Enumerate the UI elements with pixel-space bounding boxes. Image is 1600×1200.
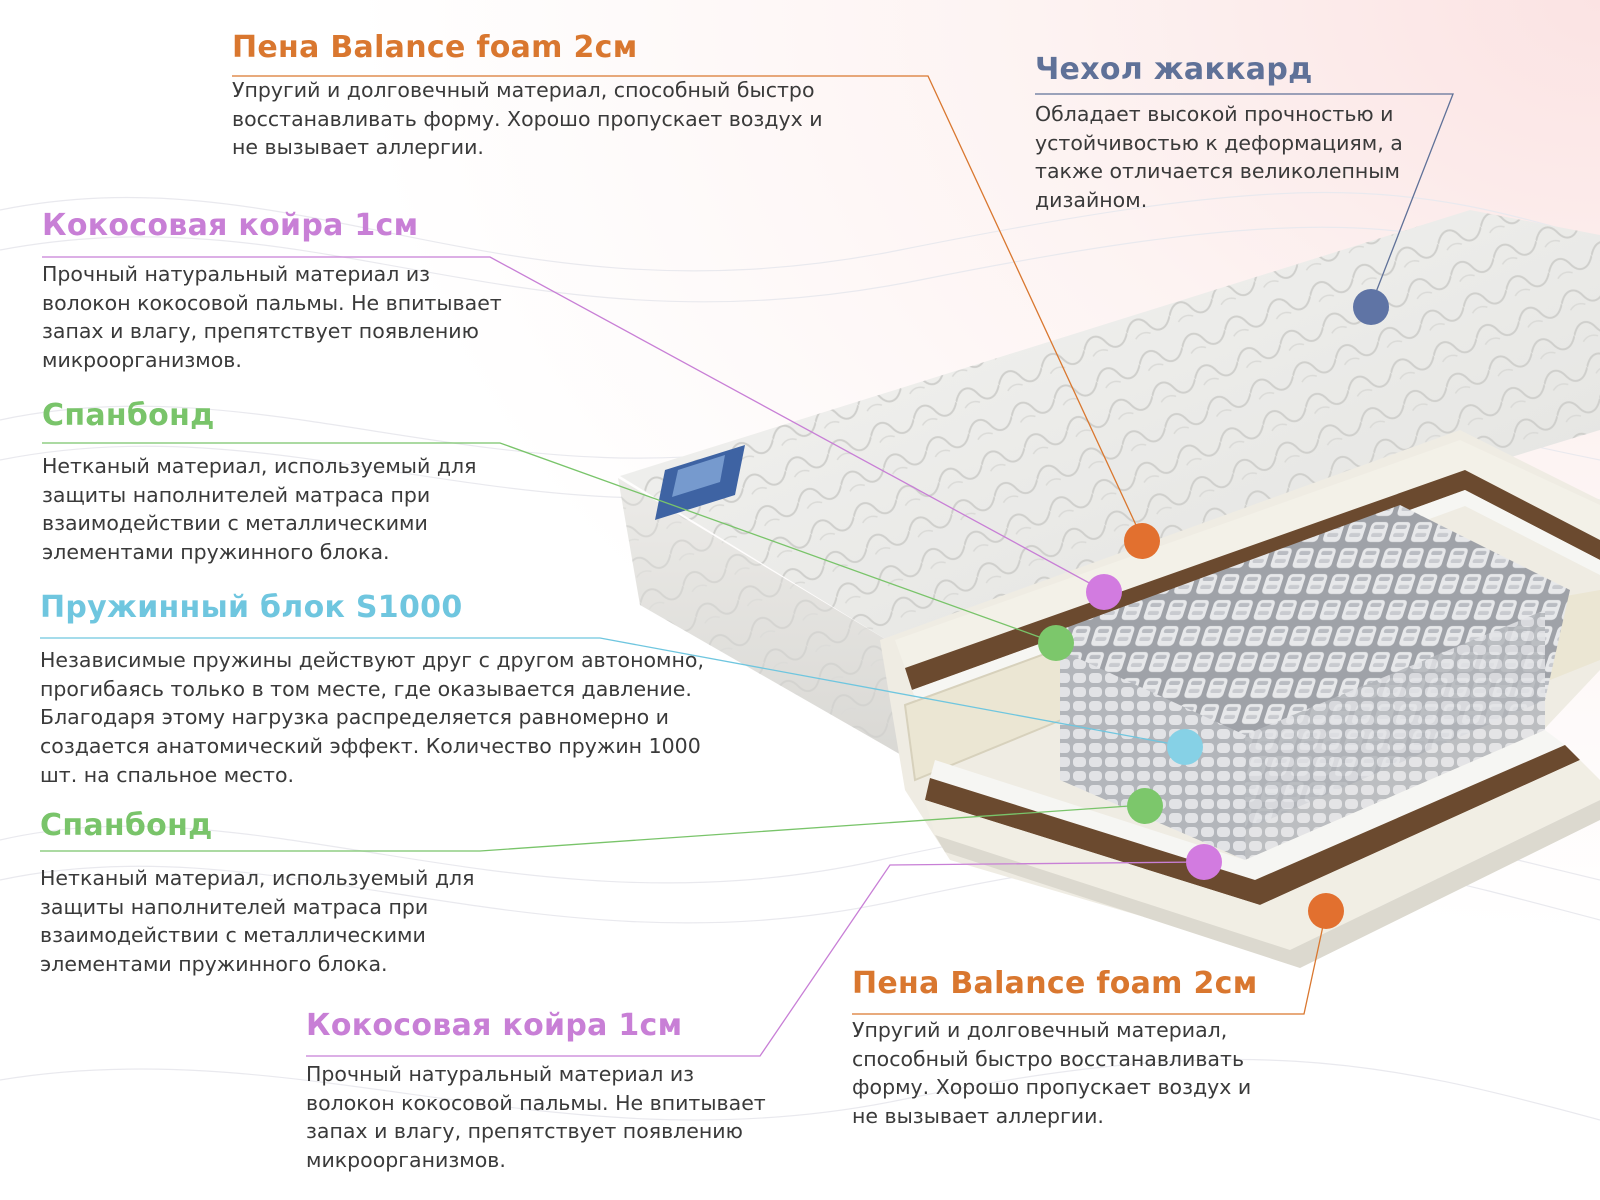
callout-foam-top: Пена Balance foam 2см Упругий и долговеч…	[232, 28, 872, 162]
callout-title: Спанбонд	[40, 808, 213, 843]
callout-title: Кокосовая койра 1см	[306, 1008, 683, 1043]
callout-description: Прочный натуральный материал из волокон …	[306, 1062, 766, 1173]
callout-title: Пружинный блок S1000	[40, 590, 463, 625]
callout-title: Кокосовая койра 1см	[42, 208, 419, 243]
callout-description: Упругий и долговечный материал, способны…	[232, 78, 823, 160]
callout-spunbond-top: Спанбонд Нетканый материал, используемый…	[42, 396, 522, 567]
callout-description: Нетканый материал, используемый для защи…	[40, 866, 475, 977]
callout-foam-bottom: Пена Balance foam 2см Упругий и долговеч…	[852, 964, 1272, 1131]
callout-cover: Чехол жаккард Обладает высокой прочность…	[1035, 50, 1435, 215]
callout-title: Пена Balance foam 2см	[232, 30, 638, 65]
callout-springs: Пружинный блок S1000 Независимые пружины…	[40, 588, 720, 790]
callout-description: Упругий и долговечный материал, способны…	[852, 1018, 1252, 1129]
callout-description: Независимые пружины действуют друг с дру…	[40, 648, 704, 787]
callout-coir-bottom: Кокосовая койра 1см Прочный натуральный …	[306, 1006, 786, 1175]
callout-title: Пена Balance foam 2см	[852, 966, 1258, 1001]
callout-description: Обладает высокой прочностью и устойчивос…	[1035, 102, 1403, 213]
callout-title: Спанбонд	[42, 398, 215, 433]
callout-spunbond-bottom: Спанбонд Нетканый материал, используемый…	[40, 806, 520, 979]
callout-coir-top: Кокосовая койра 1см Прочный натуральный …	[42, 206, 522, 375]
callout-title: Чехол жаккард	[1035, 52, 1313, 87]
callout-description: Прочный натуральный материал из волокон …	[42, 262, 502, 373]
callout-description: Нетканый материал, используемый для защи…	[42, 454, 477, 565]
